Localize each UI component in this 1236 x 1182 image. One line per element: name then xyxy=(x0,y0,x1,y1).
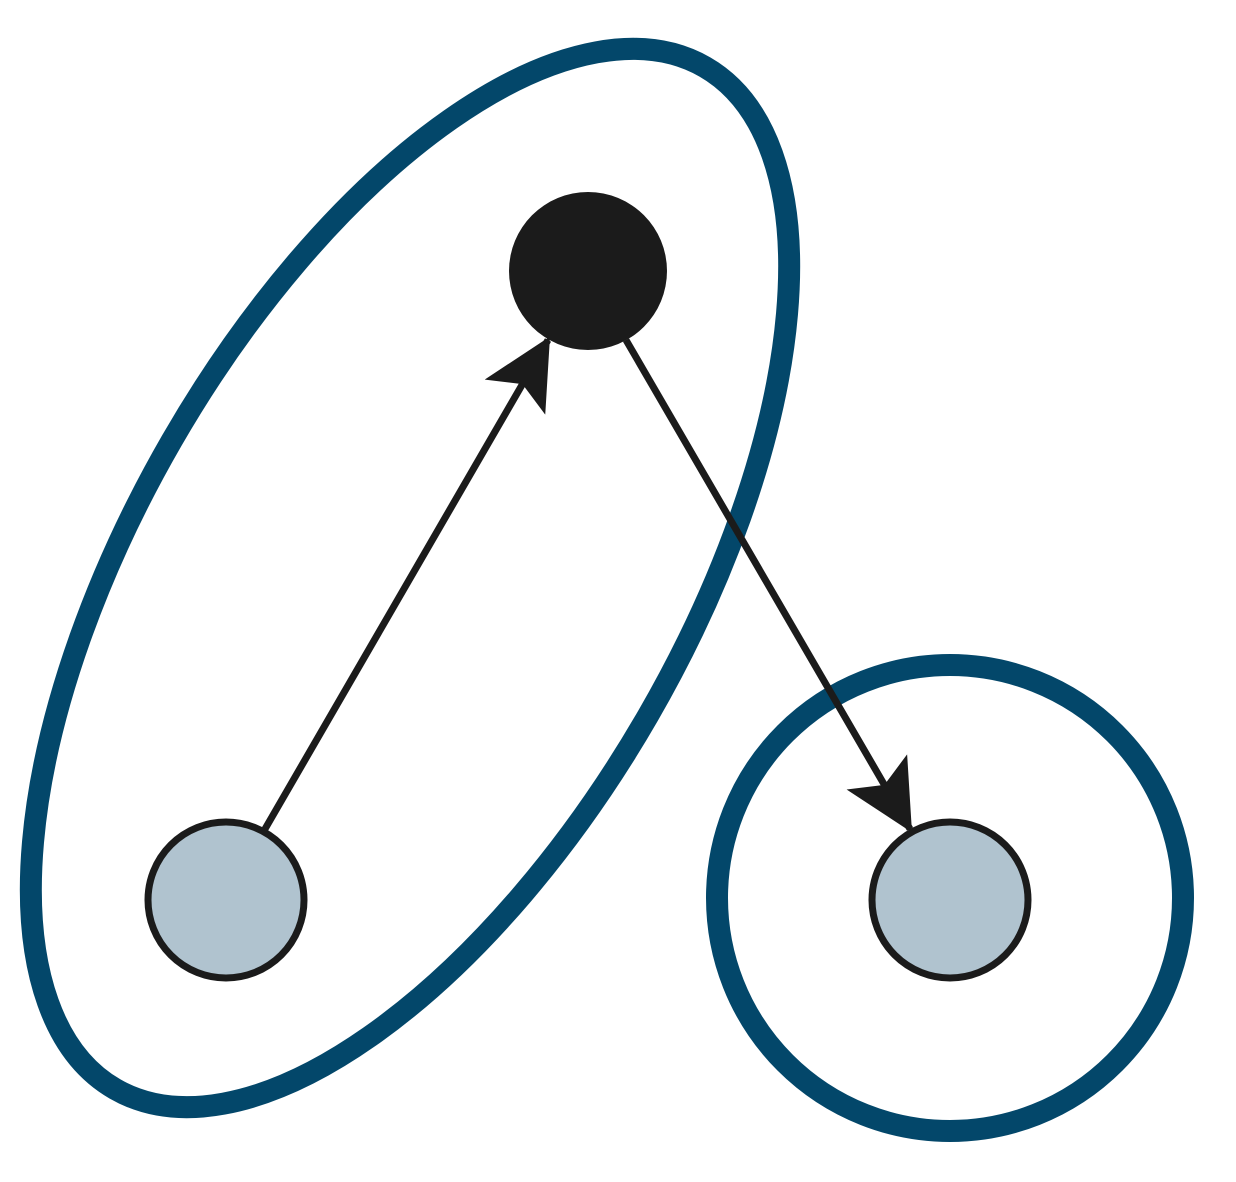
node-top xyxy=(509,192,667,350)
node-bottom-left xyxy=(144,818,308,982)
edge-bottom-left-to-top xyxy=(261,336,552,831)
node-bottom-right xyxy=(868,818,1032,982)
edge-top-to-bottom-right xyxy=(622,338,914,833)
group-outline-ellipse xyxy=(19,37,801,1119)
group-outline-circle xyxy=(706,654,1194,1142)
